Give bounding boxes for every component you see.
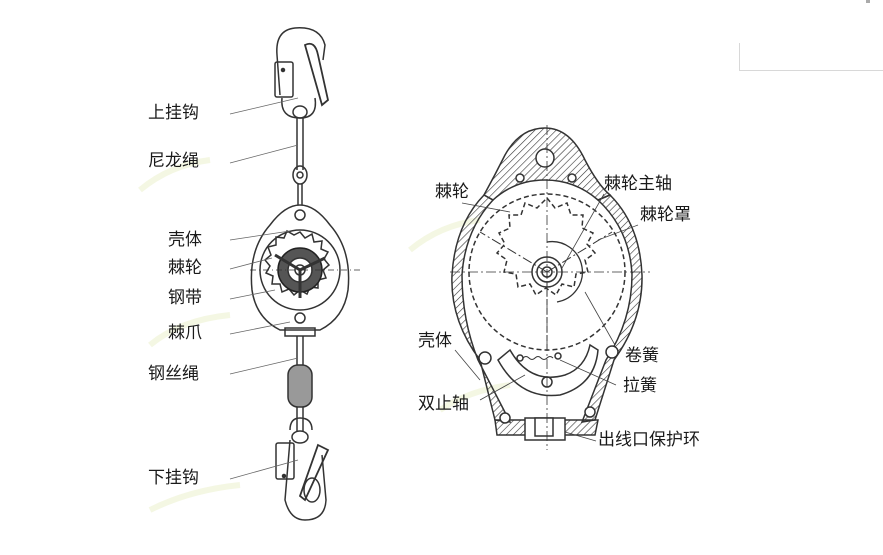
label-ratchet-wheel-section: 棘轮 <box>435 182 469 202</box>
corner-mark <box>866 0 870 3</box>
lower-hook-drawing <box>275 417 330 521</box>
label-nylon-rope: 尼龙绳 <box>148 151 199 171</box>
watermark-logo <box>138 157 511 513</box>
label-ratchet-wheel: 棘轮 <box>168 258 202 278</box>
label-wire-rope: 钢丝绳 <box>148 364 199 384</box>
label-coil-spring: 卷簧 <box>625 346 659 366</box>
label-ratchet-cover: 棘轮罩 <box>640 205 691 225</box>
blank-panel-outline <box>739 43 883 71</box>
label-ratchet-main-shaft: 棘轮主轴 <box>604 174 672 194</box>
label-double-stop-shaft: 双止轴 <box>418 394 469 414</box>
label-tension-spring: 拉簧 <box>623 376 657 396</box>
left-diagram <box>229 27 360 521</box>
label-lower-hook: 下挂钩 <box>148 468 199 488</box>
label-housing: 壳体 <box>168 230 202 250</box>
upper-hook-drawing <box>274 27 329 119</box>
label-outlet-protection-ring: 出线口保护环 <box>598 430 700 450</box>
label-housing-section: 壳体 <box>418 331 452 351</box>
label-steel-strip: 钢带 <box>168 288 202 308</box>
label-upper-hook: 上挂钩 <box>148 103 199 123</box>
right-diagram <box>450 125 650 450</box>
label-pawl: 棘爪 <box>168 323 202 343</box>
